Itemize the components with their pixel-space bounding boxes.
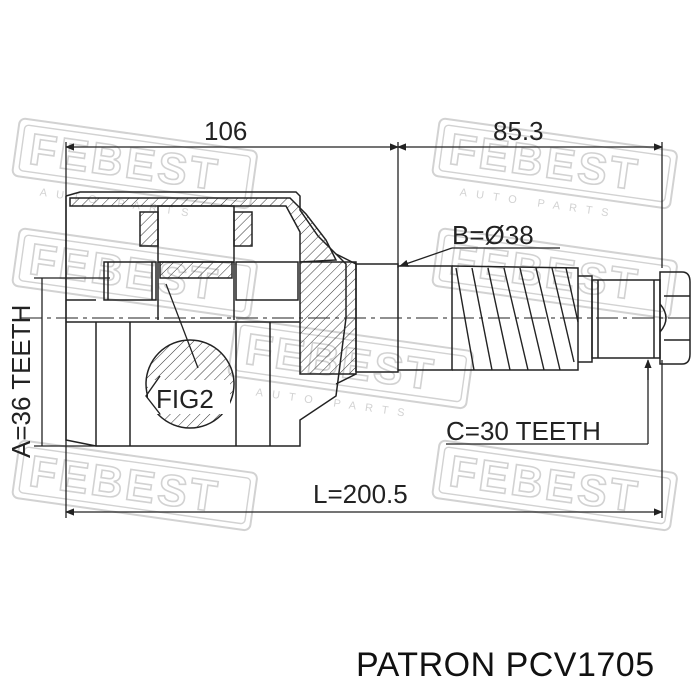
total-length-label: L=200.5	[313, 479, 408, 509]
shaft-length-label: 85.3	[493, 116, 544, 146]
fig2-detail: FIG2	[145, 283, 235, 429]
part-caption: PATRON PCV1705	[356, 646, 655, 684]
housing-length-label: 106	[204, 116, 247, 146]
watermark-brand: FEBEST	[446, 447, 643, 522]
shaft-diameter-label: B=Ø38	[452, 220, 534, 250]
detail-label: FIG2	[156, 384, 214, 414]
shaft-teeth-label: C=30 TEETH	[446, 416, 601, 446]
outer-teeth-label: A=36 TEETH	[6, 305, 36, 458]
watermark-brand: FEBEST	[26, 447, 223, 522]
cv-joint-part	[20, 191, 691, 447]
